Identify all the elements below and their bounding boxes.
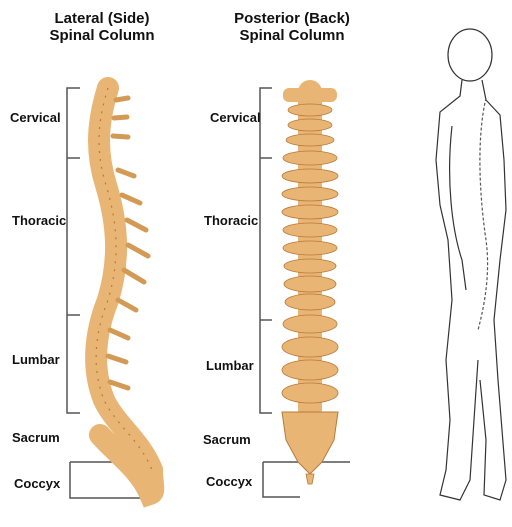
lateral-label-thoracic: Thoracic: [12, 213, 66, 228]
posterior-label-coccyx: Coccyx: [206, 474, 252, 489]
lateral-spine: [96, 88, 153, 494]
posterior-label-cervical: Cervical: [210, 110, 261, 125]
lateral-label-lumbar: Lumbar: [12, 352, 60, 367]
posterior-label-sacrum: Sacrum: [203, 432, 251, 447]
lateral-label-coccyx: Coccyx: [14, 476, 60, 491]
posterior-sacrum: [282, 412, 338, 474]
lateral-label-sacrum: Sacrum: [12, 430, 60, 445]
lateral-label-cervical: Cervical: [10, 110, 61, 125]
posterior-label-thoracic: Thoracic: [204, 213, 258, 228]
human-figure: [436, 29, 506, 500]
posterior-label-lumbar: Lumbar: [206, 358, 254, 373]
posterior-spine: [282, 88, 338, 484]
